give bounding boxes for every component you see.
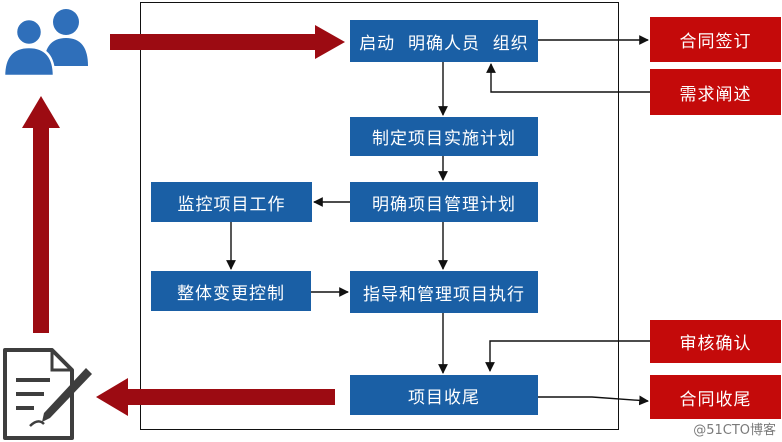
close-label: 项目收尾 <box>408 387 480 408</box>
close-box: 项目收尾 <box>350 375 538 415</box>
flow-review-to-close <box>485 340 650 372</box>
contract-sign-box: 合同签订 <box>650 17 781 62</box>
monitor-label: 监控项目工作 <box>177 194 286 215</box>
document-to-people-arrow <box>22 96 60 333</box>
plan-label: 制定项目实施计划 <box>372 129 516 149</box>
initiate-box: 启动 明确人员 组织 <box>350 20 538 62</box>
management-plan-label: 明确项目管理计划 <box>372 194 516 215</box>
contract-close-box: 合同收尾 <box>650 375 781 419</box>
watermark: @51CTO博客 <box>693 423 776 438</box>
contract-close-label: 合同收尾 <box>679 389 752 410</box>
review-label: 审核确认 <box>679 334 752 354</box>
flow-close-to-contract-close <box>538 395 649 406</box>
management-plan-box: 明确项目管理计划 <box>350 182 538 222</box>
requirements-box: 需求阐述 <box>650 69 781 115</box>
review-box: 审核确认 <box>650 320 781 363</box>
project-boundary <box>140 2 619 430</box>
plan-box: 制定项目实施计划 <box>350 117 538 156</box>
flow-requirements-to-initiate <box>486 63 650 93</box>
execute-box: 指导和管理项目执行 <box>350 271 538 313</box>
monitor-box: 监控项目工作 <box>151 182 312 222</box>
people-icon <box>2 9 88 78</box>
contract-sign-label: 合同签订 <box>679 32 752 52</box>
change-control-box: 整体变更控制 <box>151 271 311 311</box>
initiate-label: 启动 明确人员 组织 <box>359 33 529 54</box>
change-control-label: 整体变更控制 <box>177 283 285 304</box>
close-to-document-arrow <box>96 378 335 416</box>
execute-label: 指导和管理项目执行 <box>363 284 525 305</box>
document-pen-icon <box>3 348 92 440</box>
people-to-initiate-arrow <box>110 25 345 59</box>
requirements-label: 需求阐述 <box>679 84 752 105</box>
